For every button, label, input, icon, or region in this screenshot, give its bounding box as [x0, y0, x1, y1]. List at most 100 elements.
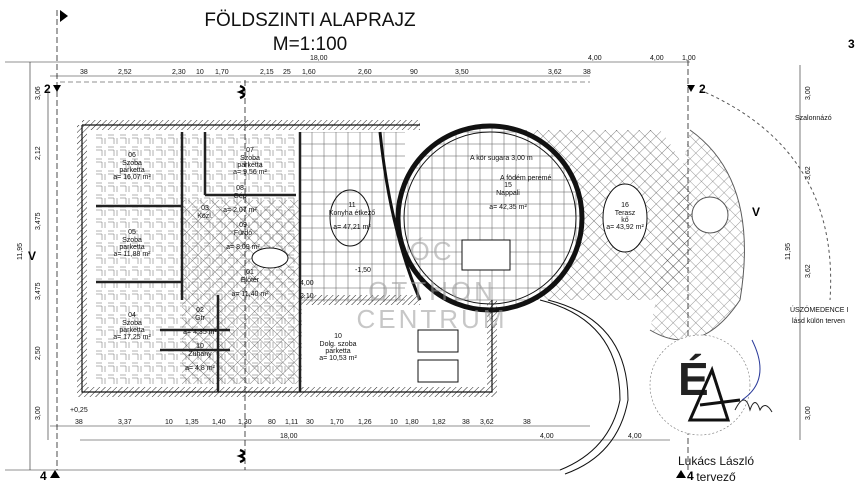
room-name: Gtr	[195, 315, 205, 322]
dim-left: 3,475	[35, 212, 42, 230]
dim-right: 3,62	[805, 166, 812, 180]
section-mark-4-right: 4	[687, 469, 694, 483]
dim-right: 11,95	[785, 243, 792, 260]
room-name: Szoba	[122, 320, 142, 327]
signature-icon	[687, 365, 741, 422]
dim-top: 38	[80, 69, 88, 76]
dim-top: 25	[283, 69, 291, 76]
dim-bottom: 1,35	[185, 419, 199, 426]
dim-top: 2,15	[260, 69, 274, 76]
dim-bottom: 1,40	[212, 419, 226, 426]
room-area: a= 17,25 m²	[113, 334, 151, 341]
dim-bottom: 30	[306, 419, 314, 426]
room-area: a= 43,92 m²	[606, 224, 644, 231]
room-name: Előtér	[241, 277, 260, 284]
dim-top: 2,60	[358, 69, 372, 76]
room-number: 09	[239, 222, 247, 229]
room-name: Fürdő	[234, 230, 252, 237]
plan-note: -1,50	[355, 267, 371, 274]
dim-top: 2,30	[172, 69, 186, 76]
room-number: 02	[196, 307, 204, 314]
dim-top: 10	[196, 69, 204, 76]
room-name: Konyha étkező	[329, 210, 375, 217]
dim-left: 3,475	[35, 282, 42, 300]
dim-left: 11,95	[17, 243, 24, 260]
dim-top-total: 4,00	[588, 55, 602, 62]
room-floor: parketta	[325, 348, 350, 355]
designer-logo: É	[678, 353, 709, 405]
section-mark-v-right: V	[752, 205, 760, 219]
watermark-line2: CENTRUM	[357, 304, 508, 334]
designer-role: tervező	[696, 470, 736, 484]
section-mark-3-top-icon	[236, 84, 246, 100]
section-mark-v-left: V	[28, 249, 36, 263]
dim-top: 90	[410, 69, 418, 76]
dim-top: 38	[583, 69, 591, 76]
room-floor: parketta	[119, 327, 144, 334]
room-number: 15	[504, 182, 512, 189]
room-number: 03	[201, 205, 209, 212]
dim-bottom: 38	[75, 419, 83, 426]
plan-title: FÖLDSZINTI ALAPRAJZ	[204, 10, 416, 31]
dim-bottom: 1,70	[330, 419, 344, 426]
dim-left: 2,12	[35, 146, 42, 160]
right-note: lásd külön terven	[792, 318, 845, 325]
section-mark-4-left: 4	[40, 469, 47, 483]
dimension-lines	[5, 61, 801, 471]
dim-left: 3,00	[35, 406, 42, 420]
dim-bottom: 1,80	[405, 419, 419, 426]
plan-note: A födém peremé	[500, 175, 551, 182]
dim-top-total: 1,00	[682, 55, 696, 62]
room-area: a= 16,07 m²	[113, 174, 151, 181]
watermark-logo: ÓC	[410, 236, 455, 266]
room-floor: parketta	[119, 167, 144, 174]
section-mark-3: 3	[848, 37, 855, 51]
plan-scale: M=1:100	[273, 34, 347, 55]
room-area: a= 11,40 m²	[231, 291, 269, 298]
room-floor: kő	[621, 217, 629, 224]
dim-bottom: 10	[390, 419, 398, 426]
dim-bottom: 3,62	[480, 419, 494, 426]
dim-left: 2,50	[35, 346, 42, 360]
room-area: a= 11,88 m²	[113, 251, 151, 258]
section-mark-2-left: 2	[44, 82, 51, 96]
room-name: Gép	[233, 193, 246, 200]
dim-top-total: 4,00	[650, 55, 664, 62]
room-area: a= 4,35 m²	[183, 329, 217, 336]
dim-bottom: 1,11	[285, 419, 298, 426]
room-area: a= 10,53 m²	[319, 355, 357, 362]
room-name: Dolg. szoba	[320, 341, 357, 348]
room-number: 06	[128, 152, 136, 159]
room-area: a= 4,8 m²	[185, 365, 215, 372]
section-mark-3-bottom-icon	[236, 448, 246, 464]
dim-bottom: 1,26	[358, 419, 372, 426]
room-number: 10	[334, 333, 342, 340]
room-number: 01	[246, 269, 254, 276]
room-name: Zuhany	[188, 351, 212, 358]
room-area: a= 2,07 m²	[223, 207, 257, 214]
room-name: Szoba	[122, 237, 142, 244]
dim-left: 3,06	[35, 86, 42, 100]
designer-name: Lukács László	[678, 454, 754, 468]
room-number: 05	[128, 229, 136, 236]
designer-stamp: É Lukács László tervező	[649, 334, 773, 484]
room-number: 16	[621, 202, 629, 209]
watermark-line1: OTTHON	[368, 276, 496, 306]
room-floor: parketta	[237, 162, 262, 169]
room-name: Terasz	[615, 210, 636, 217]
dim-bottom: 1,82	[432, 419, 446, 426]
room-floor: parketta	[119, 244, 144, 251]
room-name: Szoba	[122, 160, 142, 167]
dim-top: 3,62	[548, 69, 562, 76]
dim-bottom-total: 18,00	[280, 433, 298, 440]
dim-right: 3,00	[805, 406, 812, 420]
room-number: 07	[246, 147, 254, 154]
room-number: 10	[196, 343, 204, 350]
dim-top: 3,50	[455, 69, 469, 76]
room-name: Közl.	[197, 213, 213, 220]
room-area: a= 8,09 m²	[226, 244, 260, 251]
